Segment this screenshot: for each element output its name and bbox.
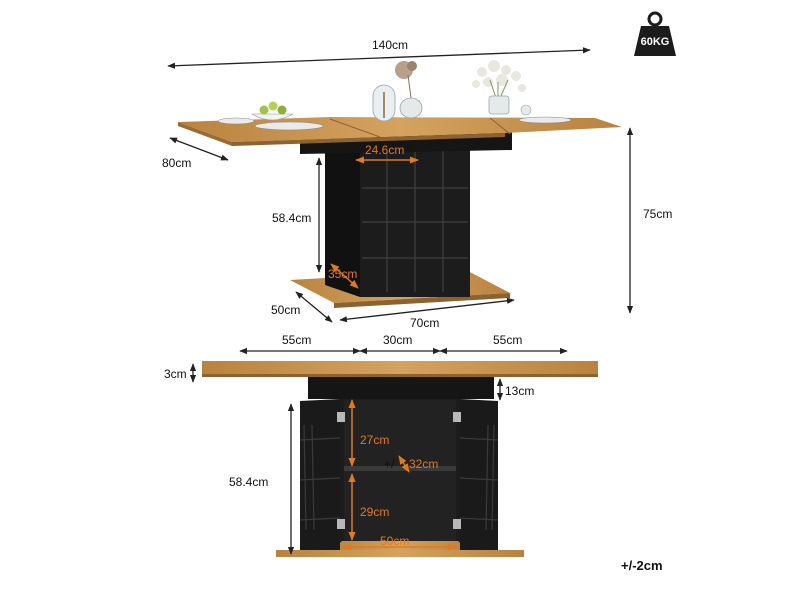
- weight-icon: [634, 26, 676, 56]
- flower-vase: [488, 95, 510, 115]
- shelf-depth-arrow: [398, 455, 410, 473]
- cabinet-height-label: 58.4cm: [229, 475, 268, 489]
- place-setting-right: [518, 116, 572, 124]
- shelf-depth-label: 32cm: [409, 457, 438, 471]
- column-height-label: 58.4cm: [272, 211, 311, 225]
- cabinet-front-illustration: [202, 361, 598, 557]
- column-depth-arrow: [330, 263, 359, 289]
- door-hinges: [337, 412, 461, 529]
- cabinet-shelf: [344, 466, 456, 471]
- weight-badge: 60KG: [634, 11, 676, 56]
- column-side: [325, 140, 360, 297]
- shelf-depth-prefix: +/: [384, 457, 395, 471]
- depth-label: 80cm: [162, 156, 191, 170]
- weight-ring-icon: [647, 11, 663, 27]
- column-depth-label: 35cm: [328, 267, 357, 281]
- front-apron: [308, 377, 494, 399]
- left-leaf-label: 55cm: [282, 333, 311, 347]
- front-view-dimensions: 55cm 30cm 55cm 3cm 13cm 58.4cm 27cm +/ 3…: [164, 333, 568, 555]
- lower-shelf-label: 29cm: [360, 505, 389, 519]
- depth-arrow: [169, 137, 229, 161]
- extended-table-illustration: [178, 60, 622, 308]
- front-tabletop: [202, 361, 598, 377]
- right-door: [460, 399, 498, 555]
- center-label: 30cm: [383, 333, 412, 347]
- place-setting-left: [254, 121, 324, 131]
- apron-height-label: 13cm: [505, 384, 534, 398]
- column-grid: [362, 150, 468, 292]
- total-height-label: 75cm: [643, 207, 672, 221]
- upper-shelf-label: 27cm: [360, 433, 389, 447]
- left-door: [300, 399, 340, 555]
- fruit-bowl: [250, 113, 295, 121]
- base-width-arrow: [339, 297, 515, 323]
- base-depth-arrow: [295, 291, 333, 323]
- length-arrow: [167, 47, 591, 69]
- front-base: [276, 550, 524, 557]
- top-view-dimensions: 140cm 80cm 75cm 58.4cm 24.6cm 35cm 50cm …: [162, 38, 672, 330]
- right-leaf-label: 55cm: [493, 333, 522, 347]
- tolerance-note: +/-2cm: [621, 558, 663, 573]
- flower-bouquet: [472, 60, 526, 92]
- base-width-label: 70cm: [410, 316, 439, 330]
- length-label: 140cm: [372, 38, 408, 52]
- inner-width-label: 50cm: [380, 534, 409, 548]
- glass-vase: [399, 97, 423, 119]
- weight-label: 60KG: [641, 36, 670, 48]
- top-thickness-label: 3cm: [164, 367, 187, 381]
- column-width-label: 24.6cm: [365, 143, 404, 157]
- base-depth-label: 50cm: [271, 303, 300, 317]
